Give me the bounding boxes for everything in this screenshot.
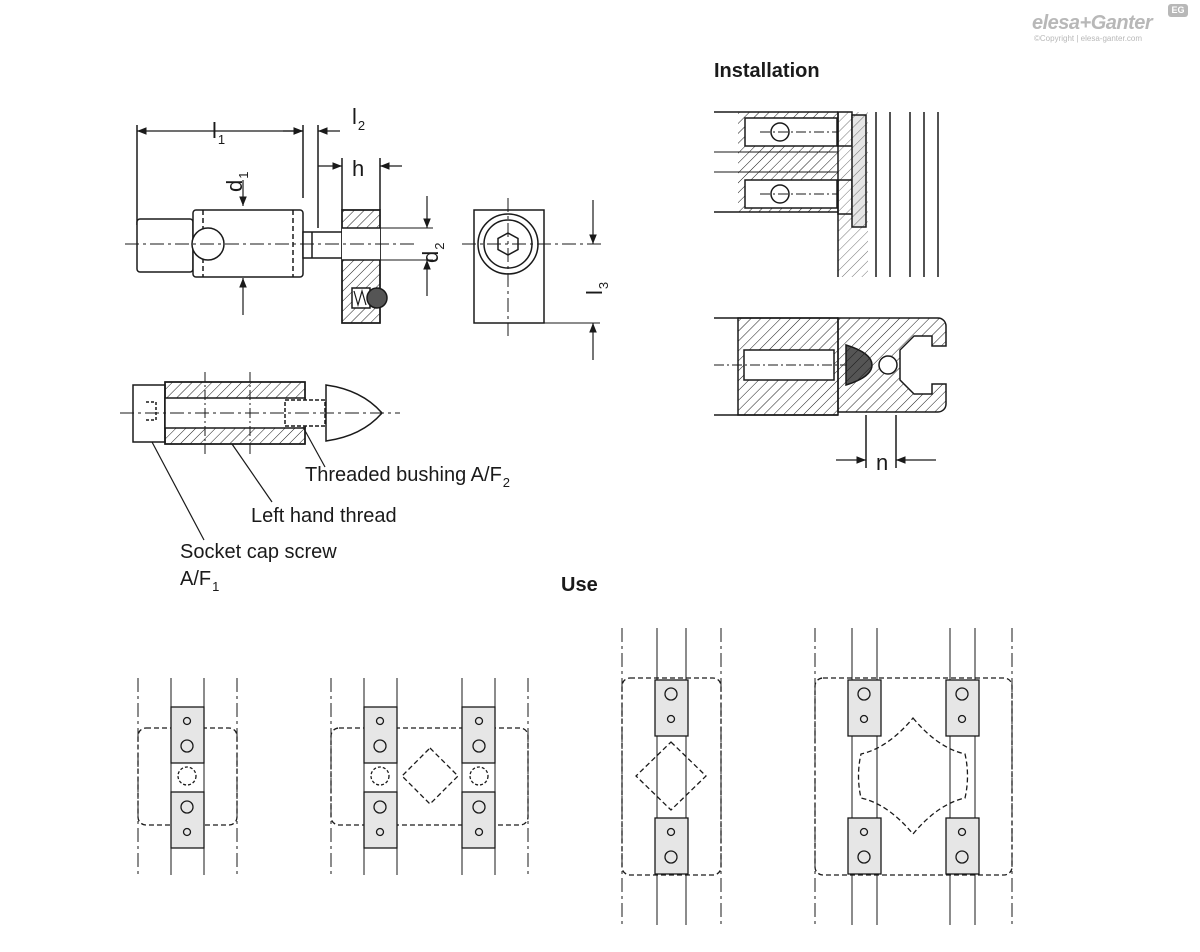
dim-l1: l1 [212, 118, 226, 147]
dim-d1: d1 [222, 171, 251, 192]
dim-l3-letter: l [582, 290, 607, 295]
dim-l3: l3 [582, 281, 611, 295]
logo-badge: EG [1168, 4, 1188, 17]
callout-threaded-bushing-sub: 2 [502, 475, 511, 490]
installation-heading: Installation [714, 60, 820, 82]
use-diagram-2 [330, 678, 529, 875]
side-view [125, 125, 433, 324]
callout-threaded-bushing: Threaded bushing A/F2 [305, 464, 511, 490]
use-heading: Use [561, 574, 598, 596]
dim-l2: l2 [352, 104, 366, 133]
installation-bottom-view [714, 317, 947, 468]
callout-socket-cap-screw-af: A/F1 [180, 568, 220, 594]
installation-top-view [714, 111, 939, 277]
dim-d1-sub: 1 [236, 171, 251, 179]
dim-d2: d2 [418, 242, 447, 263]
brand-logo: elesa+Ganter ©Copyright | elesa-ganter.c… [1032, 4, 1192, 46]
callout-left-hand-thread: Left hand thread [251, 505, 397, 527]
dim-n: n [876, 450, 889, 475]
dim-l2-letter: l [352, 104, 357, 129]
logo-copyright: ©Copyright | elesa-ganter.com [1034, 34, 1143, 43]
use-diagram-3 [621, 628, 722, 925]
callout-socket-cap-screw: Socket cap screw [180, 541, 337, 563]
callout-af-text: A/F [180, 568, 212, 590]
callout-threaded-bushing-text: Threaded bushing A/F [305, 464, 502, 486]
dim-l3-sub: 3 [596, 281, 611, 290]
dim-l1-letter: l [212, 118, 217, 143]
section-view [120, 372, 400, 541]
use-diagram-1 [137, 678, 238, 875]
dim-d1-letter: d [222, 179, 247, 192]
dim-l1-sub: 1 [217, 132, 226, 147]
dim-l2-sub: 2 [357, 118, 366, 133]
dim-d2-letter: d [418, 250, 443, 263]
use-diagram-4 [814, 628, 1013, 925]
callout-af-sub: 1 [212, 579, 220, 594]
dim-h: h [352, 156, 365, 181]
end-view [462, 198, 604, 360]
dim-d2-sub: 2 [432, 242, 447, 250]
logo-text: elesa+Ganter [1032, 12, 1153, 34]
